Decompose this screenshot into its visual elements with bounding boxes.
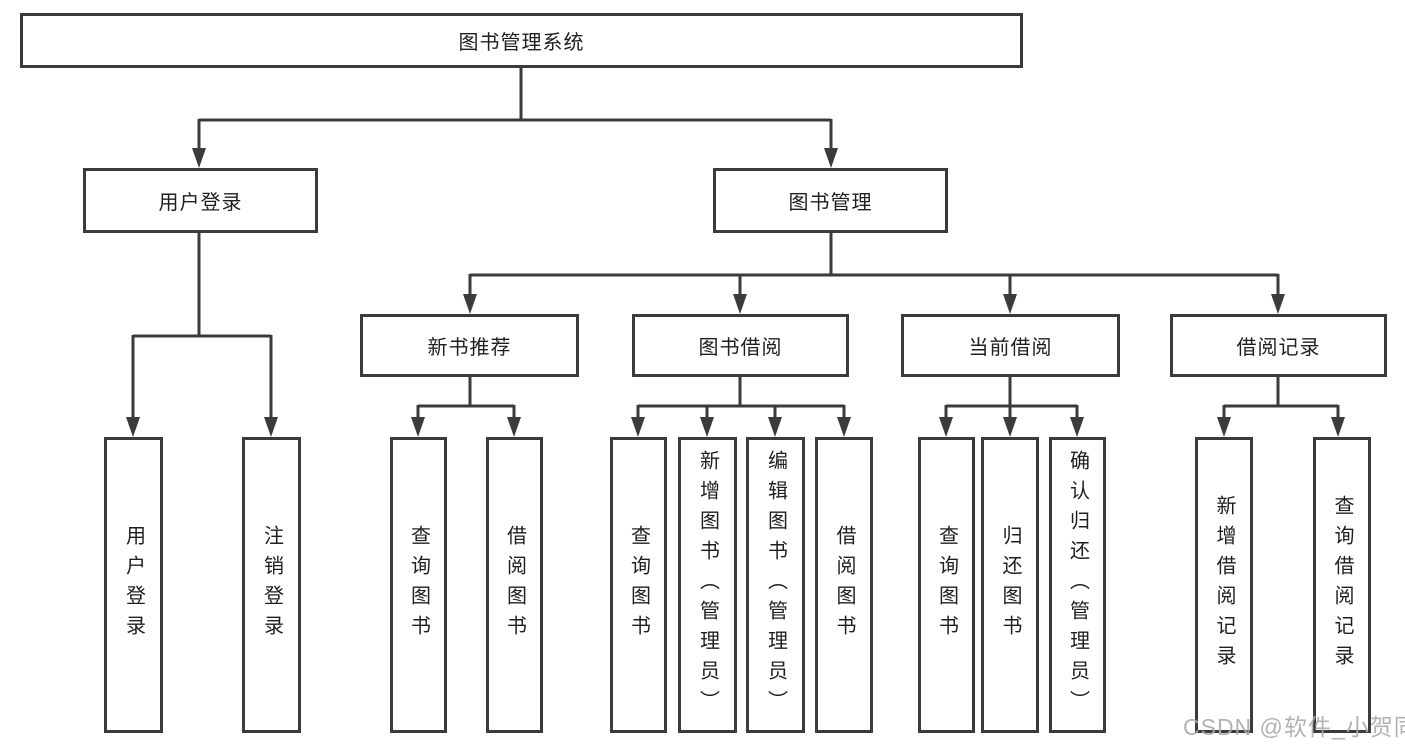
node-leaf-query-books: 查询图书 <box>918 437 975 733</box>
node-current-borrowing: 当前借阅 <box>901 314 1120 377</box>
csdn-watermark: CSDN @软件_小贺同学 <box>1183 714 1405 740</box>
node-label: 借阅图书 <box>833 525 855 645</box>
connector-strokes <box>131 68 1340 419</box>
node-label: 注销登录 <box>260 525 283 645</box>
node-label: 当前借阅 <box>968 337 1053 359</box>
node-label: 借阅图书 <box>503 525 526 645</box>
node-label: 新增借阅记录 <box>1213 495 1235 675</box>
node-new-book-recommend: 新书推荐 <box>360 314 579 377</box>
node-library-management-system: 图书管理系统 <box>20 13 1023 68</box>
node-leaf-confirm-return-admin: 确认归还（管理员） <box>1049 437 1106 733</box>
node-label: 查询借阅记录 <box>1331 495 1353 675</box>
node-leaf-user-login: 用户登录 <box>104 437 163 733</box>
node-label: 编辑图书（管理员） <box>764 450 787 720</box>
node-leaf-add-books-admin: 新增图书（管理员） <box>678 437 737 733</box>
node-label: 新增图书（管理员） <box>696 450 719 720</box>
node-label: 用户登录 <box>122 525 145 645</box>
node-label: 图书管理 <box>788 192 873 214</box>
node-label: 图书管理系统 <box>458 32 585 54</box>
node-leaf-logout: 注销登录 <box>242 437 301 733</box>
node-label: 用户登录 <box>158 192 243 214</box>
node-leaf-query-books: 查询图书 <box>610 437 667 733</box>
node-borrowing-records: 借阅记录 <box>1170 314 1387 377</box>
node-label: 查询图书 <box>935 525 958 645</box>
node-leaf-borrow-books: 借阅图书 <box>486 437 543 733</box>
node-leaf-edit-books-admin: 编辑图书（管理员） <box>746 437 805 733</box>
node-label: 查询图书 <box>407 525 430 645</box>
node-leaf-query-books: 查询图书 <box>390 437 447 733</box>
node-leaf-query-borrow-record: 查询借阅记录 <box>1313 437 1371 733</box>
arrowheads <box>126 148 1345 437</box>
node-leaf-add-borrow-record: 新增借阅记录 <box>1195 437 1253 733</box>
node-leaf-return-books: 归还图书 <box>981 437 1039 733</box>
node-book-borrowing: 图书借阅 <box>632 314 849 377</box>
node-label: 归还图书 <box>999 525 1021 645</box>
node-leaf-borrow-books: 借阅图书 <box>815 437 873 733</box>
node-book-management: 图书管理 <box>713 168 948 233</box>
node-label: 图书借阅 <box>698 337 783 359</box>
node-label: 确认归还（管理员） <box>1066 450 1089 720</box>
node-label: 查询图书 <box>627 525 650 645</box>
node-label: 新书推荐 <box>427 337 512 359</box>
node-label: 借阅记录 <box>1236 337 1321 359</box>
node-user-login: 用户登录 <box>83 168 318 233</box>
